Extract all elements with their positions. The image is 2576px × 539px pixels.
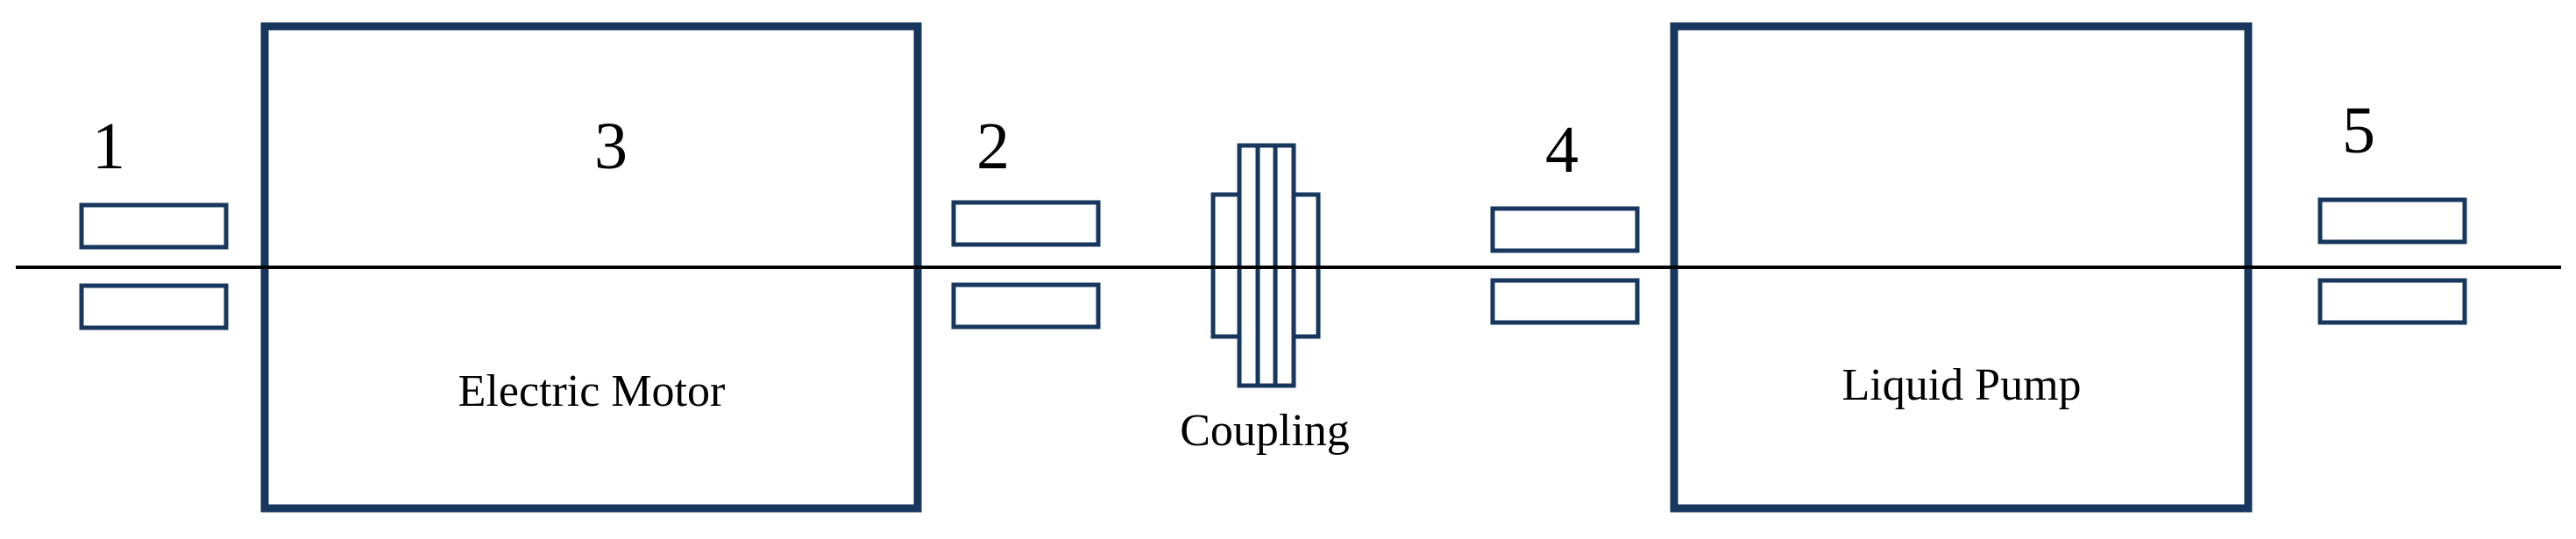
bearing-1-upper-pad [79, 202, 229, 250]
bearing-4-upper-pad [1490, 206, 1640, 253]
bearing-4-number: 4 [1545, 113, 1579, 187]
bearing-2 [951, 200, 1101, 330]
bearing-4 [1490, 206, 1640, 325]
bearing-2-number: 2 [976, 110, 1010, 183]
bearing-4-lower-pad [1490, 278, 1640, 325]
bearing-1 [79, 202, 229, 330]
bearing-1-lower-pad [79, 283, 229, 330]
electric-motor-label: Electric Motor [458, 366, 726, 416]
coupling-label: Coupling [1180, 406, 1350, 456]
bearing-5-lower-pad [2317, 278, 2467, 325]
bearing-5 [2317, 197, 2467, 325]
bearing-2-upper-pad [951, 200, 1101, 247]
bearing-1-number: 1 [92, 110, 125, 183]
bearing-2-lower-pad [951, 282, 1101, 330]
motor-number: 3 [594, 110, 628, 183]
bearing-5-number: 5 [2342, 94, 2375, 167]
liquid-pump-label: Liquid Pump [1842, 360, 2081, 410]
bearing-5-upper-pad [2317, 197, 2467, 245]
